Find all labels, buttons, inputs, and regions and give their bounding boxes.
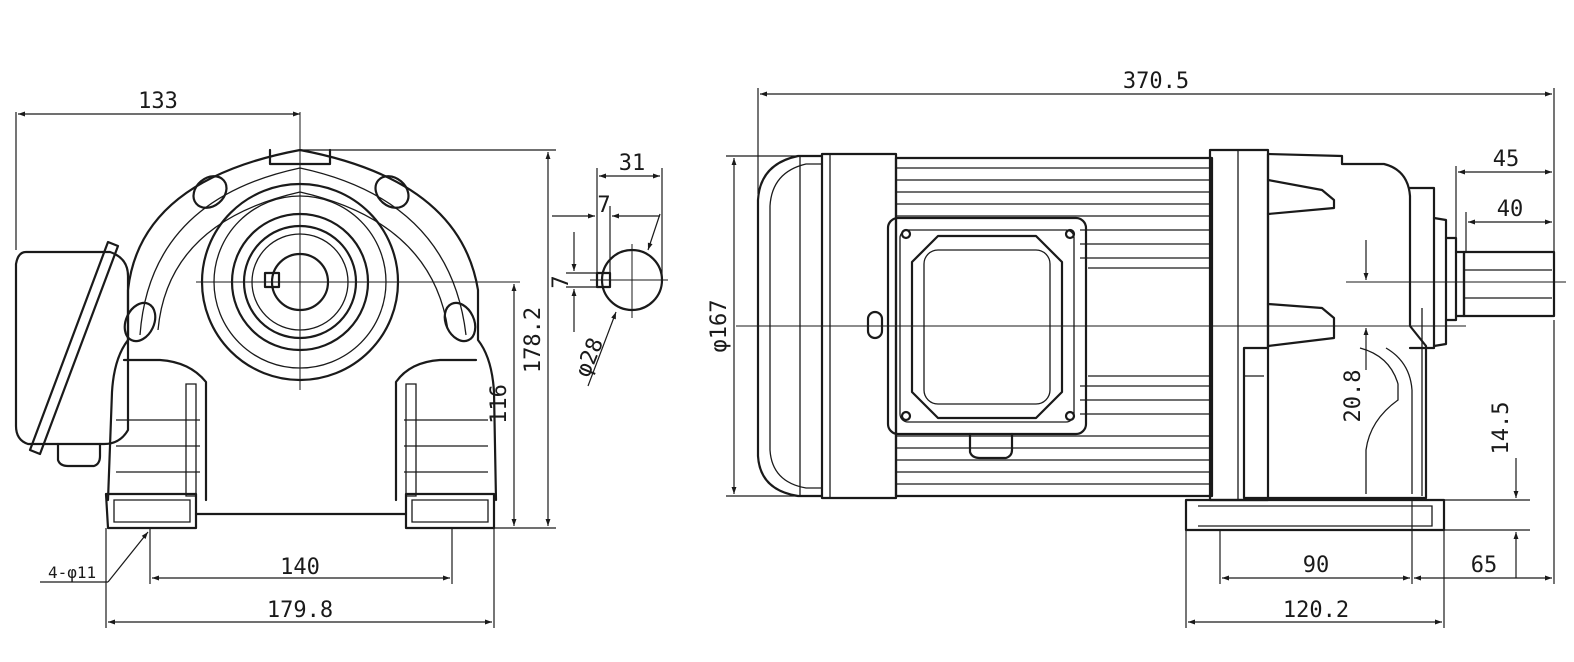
dim-4-phi11: 4-φ11 (48, 563, 96, 582)
dim-116: 116 (487, 384, 512, 424)
side-view (736, 148, 1566, 532)
motor-fins (894, 156, 1214, 498)
dim-7-horizontal: 7 (597, 193, 610, 218)
side-terminal-box (886, 216, 1088, 460)
dim-phi167: φ167 (707, 300, 732, 353)
dim-178-2: 178.2 (521, 307, 546, 373)
dim-31: 31 (619, 151, 646, 176)
dim-65: 65 (1471, 553, 1498, 578)
dim-370-5: 370.5 (1123, 69, 1189, 94)
dim-7-vertical: 7 (549, 275, 574, 288)
dim-120-2: 120.2 (1283, 598, 1349, 623)
dim-179-8: 179.8 (267, 598, 333, 623)
front-view (14, 112, 520, 530)
front-dimensions: 133 178.2 116 140 179.8 4-φ11 (15, 89, 556, 628)
dim-140: 140 (280, 555, 320, 580)
motor-flange (1208, 148, 1270, 502)
dim-133: 133 (138, 89, 178, 114)
key-detail: 31 7 7 φ28 (549, 151, 668, 387)
gearbox (1242, 152, 1428, 500)
side-base (1184, 498, 1446, 532)
terminal-box (14, 240, 130, 468)
side-dimensions: 370.5 φ167 45 40 20.8 14.5 90 65 (707, 69, 1555, 628)
dim-45: 45 (1493, 147, 1520, 172)
output-shaft (1408, 186, 1556, 350)
dim-14-5: 14.5 (1489, 402, 1514, 455)
dim-40: 40 (1497, 197, 1524, 222)
dim-20-8: 20.8 (1341, 370, 1366, 423)
dim-90: 90 (1303, 553, 1330, 578)
dim-phi28: φ28 (571, 334, 609, 380)
